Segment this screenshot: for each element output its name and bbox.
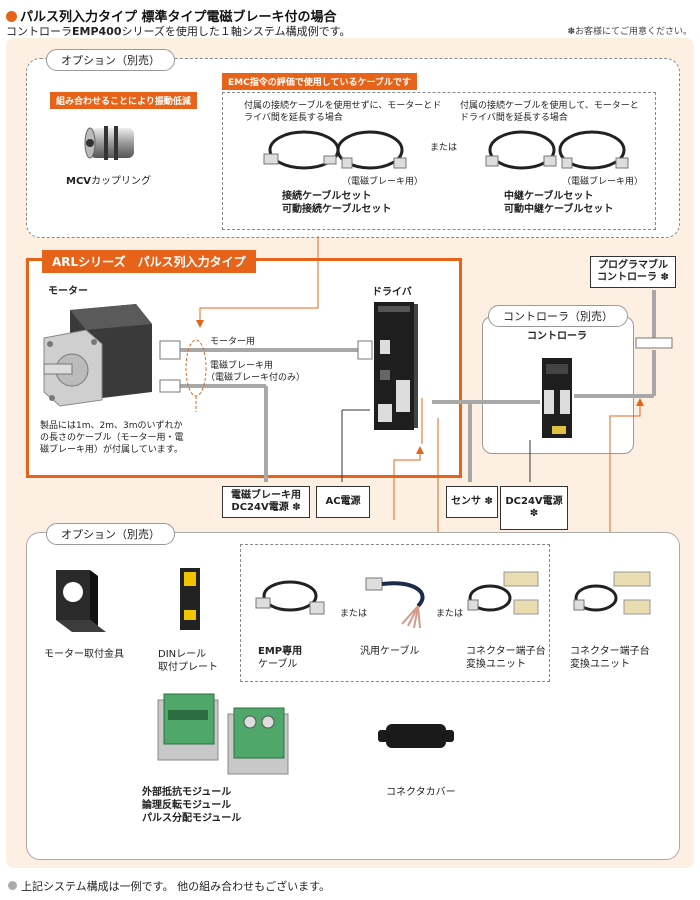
bottom-options-frame [26,532,680,860]
relay-cable-image [485,130,629,170]
programmable-controller-box: プログラマブル コントローラ ✽ [590,256,676,288]
brake-power-label-2: DC24V電源 ✽ [231,502,301,513]
connector-cover-image [378,724,454,748]
motor-label: モーター [48,286,88,297]
converter-unit-label-2: 変換ユニット [466,659,526,670]
din-rail-label-1: DINレール [158,649,207,660]
top-options-label: オプション（別売） [46,49,175,71]
controller-label: コントローラ（別売） [488,305,628,327]
programmable-label-1: プログラマブル [598,260,668,271]
driver-image [374,302,418,430]
left-cable-set-2: 可動接続ケーブルセット [282,204,392,215]
left-desc: 付属の接続ケーブルを使用せずに、モーターとドライバ間を延長する場合 [244,101,442,123]
ac-power-box: AC電源 [316,486,370,518]
emp-cable-label-1: EMP専用 [258,646,303,657]
module-label-3: パルス分配モジュール [142,813,242,824]
converter-unit-2-label-2: 変換ユニット [570,659,630,670]
programmable-label-2: コントローラ ✽ [597,272,669,283]
dc24v-power-box: DC24V電源 ✽ [500,486,568,530]
general-cable-label: 汎用ケーブル [360,646,420,657]
connector-cover-label: コネクタカバー [386,787,456,798]
converter-unit-label-1: コネクター端子台 [466,646,546,657]
bullet-dot-icon [6,11,17,22]
brake-line-label-1: 電磁ブレーキ用 [210,361,274,371]
converter-unit-image [467,571,539,615]
din-rail-label-2: 取付プレート [158,662,218,673]
emp-cable-label-2: ケーブル [258,659,298,670]
motor-image [43,304,152,407]
page-title: パルス列入力タイプ 標準タイプ電磁ブレーキ付の場合 [6,6,337,25]
converter-unit-2-image [573,571,651,615]
left-cable-set-1: 接続ケーブルセット [282,191,372,202]
emc-tag: EMC指令の評価で使用しているケーブルです [222,73,417,90]
page-subtitle: コントローラEMP400シリーズを使用した１軸システム構成例です。 [6,25,351,38]
brake-note-right: （電磁ブレーキ用） [562,177,644,187]
motor-line-label: モーター用 [210,337,256,347]
footer-dot-icon [8,881,17,890]
or-bottom-2: または [436,609,464,619]
emc-cable-frame [222,92,656,230]
motor-mount-image [56,570,106,632]
sensor-box: センサ ✽ [446,486,498,518]
general-cable-image [365,577,425,629]
brake-power-box: 電磁ブレーキ用 DC24V電源 ✽ [222,486,310,518]
arl-series-title: ARLシリーズ パルス列入力タイプ [42,250,256,273]
connection-cable-image [263,130,407,170]
controller-name: コントローラ [527,331,587,342]
or-bottom-1: または [340,609,368,619]
cable-options-frame [240,544,550,682]
or-top: または [430,143,458,153]
bottom-options-label: オプション（別売） [46,523,175,545]
converter-unit-2-label-1: コネクター端子台 [570,646,650,657]
right-desc: 付属の接続ケーブルを使用して、モーターとドライバ間を延長する場合 [460,101,639,123]
motor-mount-label: モーター取付金具 [44,649,124,660]
brake-note-left: （電磁ブレーキ用） [342,177,424,187]
module-label-2: 論理反転モジュール [142,800,232,811]
right-cable-set-2: 可動中継ケーブルセット [504,204,614,215]
din-rail-plate-image [180,568,200,630]
brake-line-label-2: （電磁ブレーキ付のみ） [206,373,306,383]
mcv-coupling-image [84,126,134,160]
module-image [157,693,289,775]
coupling-tag: 組み合わせることにより振動低減 [50,92,197,109]
controller-image [542,358,572,438]
driver-label: ドライバ [372,287,412,298]
emp-cable-image [255,580,325,615]
brake-power-label-1: 電磁ブレーキ用 [231,490,301,501]
footer-note: 上記システム構成は一例です。 他の組み合わせもございます。 [8,878,330,894]
module-label-1: 外部抵抗モジュール [142,787,232,798]
coupling-name: MCVカップリング [66,176,152,187]
cable-note: 製品には1m、2m、3mのいずれかの長さのケーブル（モーター用・電磁ブレーキ用）… [40,421,184,455]
user-supplied-note: ✽お客様にてご用意ください。 [567,27,692,37]
right-cable-set-1: 中継ケーブルセット [504,191,594,202]
